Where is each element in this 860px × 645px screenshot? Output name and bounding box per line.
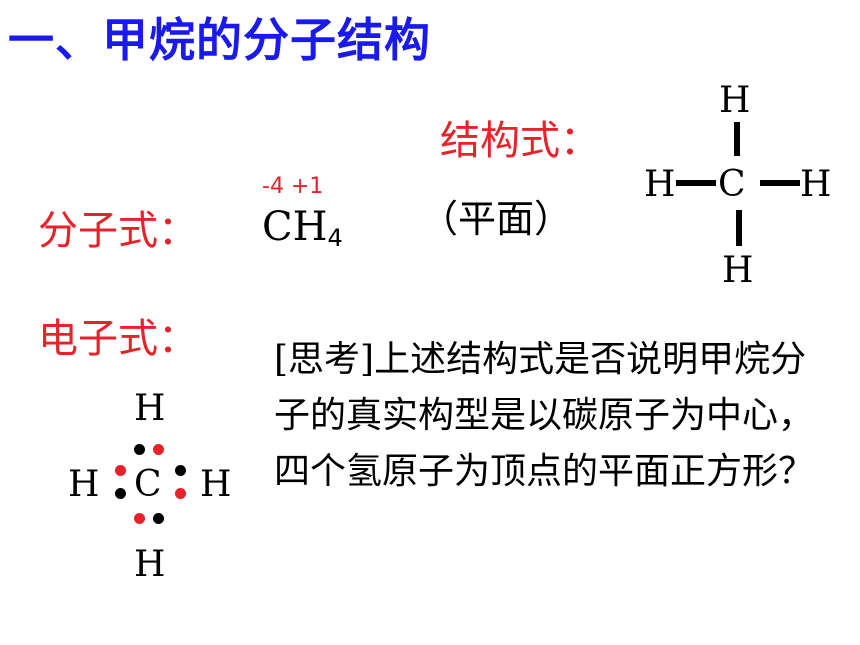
formula-main: CH <box>262 204 328 250</box>
sf-bond-right <box>760 180 800 186</box>
page-title: 一、甲烷的分子结构 <box>8 13 431 67</box>
thinking-question: [思考]上述结构式是否说明甲烷分子的真实构型是以碳原子为中心，四个氢原子为顶点的… <box>274 339 815 492</box>
ef-hydrogen-bottom: H <box>134 544 166 585</box>
electron-dot-hydrogen <box>175 465 186 476</box>
molecular-formula: CH4 <box>262 204 343 252</box>
electron-dot-carbon <box>175 488 186 499</box>
electron-dot-carbon <box>153 444 164 455</box>
oxidation-states: -4 +1 <box>262 174 324 199</box>
ef-hydrogen-top: H <box>134 388 166 429</box>
sf-bond-left <box>676 180 716 186</box>
ef-hydrogen-right: H <box>200 464 232 505</box>
sf-bond-top <box>734 122 740 156</box>
molecular-formula-label: 分子式： <box>38 208 198 254</box>
structural-formula-label: 结构式： <box>440 118 600 164</box>
sf-bond-bottom <box>736 210 742 246</box>
electron-dot-hydrogen <box>115 488 126 499</box>
electron-dot-carbon <box>134 513 145 524</box>
sf-hydrogen-top: H <box>719 80 751 121</box>
electron-dot-carbon <box>115 465 126 476</box>
sf-hydrogen-left: H <box>644 164 676 205</box>
electron-dot-hydrogen <box>153 513 164 524</box>
electron-dot-hydrogen <box>134 444 145 455</box>
electron-formula-label: 电子式： <box>38 316 198 362</box>
ef-carbon: C <box>134 464 162 505</box>
sf-hydrogen-bottom: H <box>722 250 754 291</box>
sf-carbon: C <box>718 164 746 205</box>
sf-hydrogen-right: H <box>800 164 832 205</box>
plane-note: （平面） <box>420 197 573 241</box>
formula-subscript: 4 <box>327 224 343 252</box>
ef-hydrogen-left: H <box>68 464 100 505</box>
